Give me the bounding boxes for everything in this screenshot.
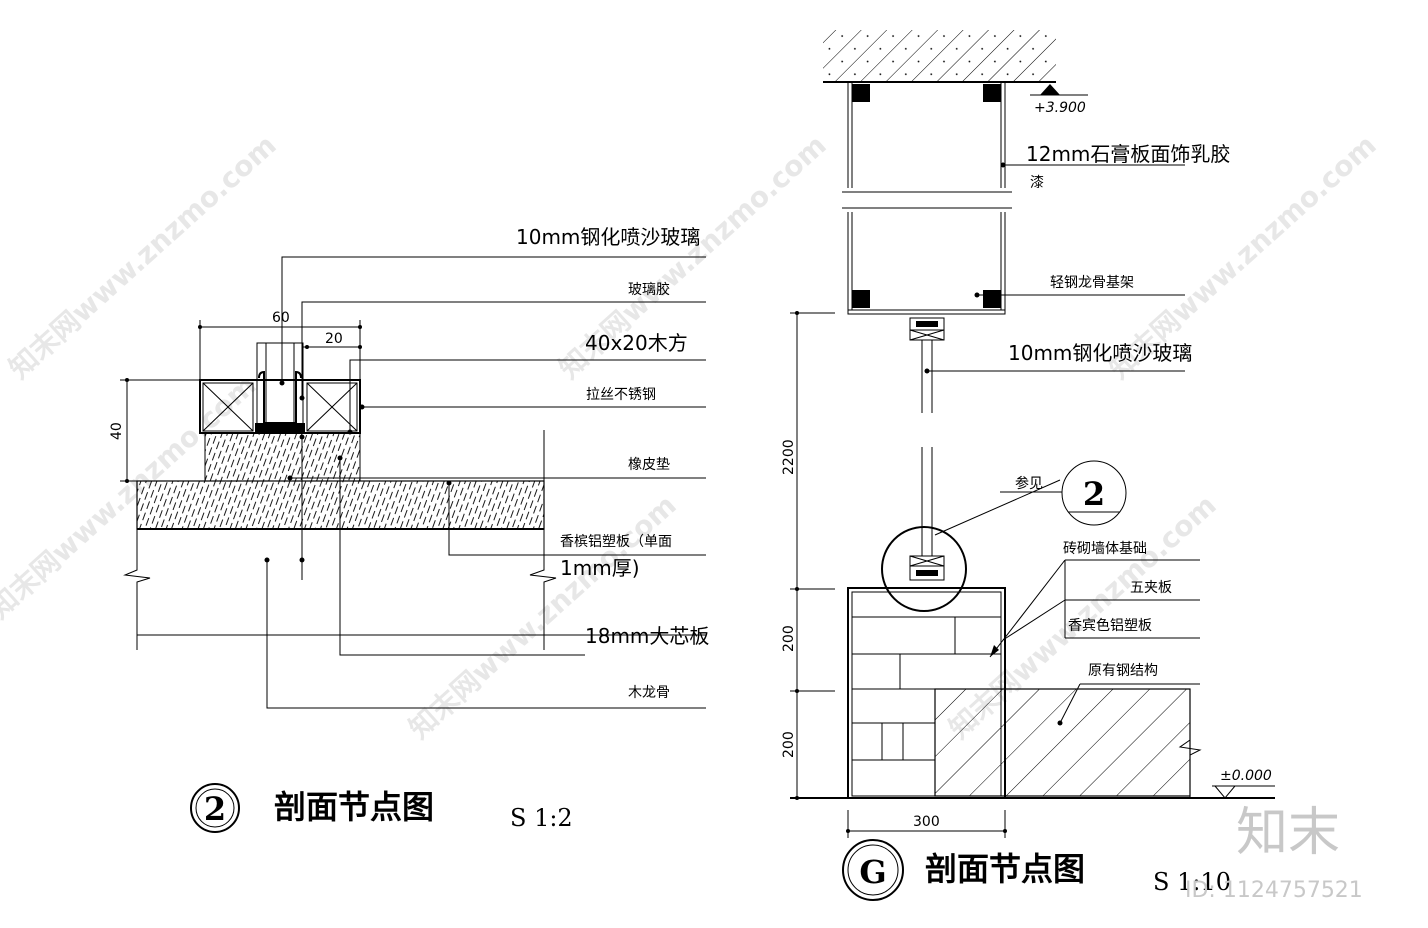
detail-letter: G [859,853,886,891]
label-ref: 参见 [1015,475,1043,492]
label-glass-right: 10mm钢化喷沙玻璃 [1008,341,1192,365]
label-stainless: 拉丝不锈钢 [586,387,656,403]
label-alu-panel: 香槟铝塑板（单面 [560,534,672,550]
label-gypsum: 12mm石膏板面饰乳胶 [1026,142,1230,166]
label-masonry: 砖砌墙体基础 [1063,540,1147,557]
label-plywood: 五夹板 [1130,580,1172,596]
detail-title-right: 剖面节点图 [925,850,1085,888]
label-elev-top: +3.900 [1034,100,1086,116]
watermark-text: 知末网www.znzmo.com [3,128,283,385]
detail-number-circle [190,783,240,833]
detail-right: +3.900 参见 2 [781,30,1275,901]
dim-2200: 2200 [781,439,797,475]
dim-20: 20 [325,331,343,347]
label-glass-glue: 玻璃胶 [628,281,670,298]
detail-title: 剖面节点图 [274,788,434,826]
label-keel: 木龙骨 [628,685,670,701]
label-core-board: 18mm大芯板 [585,624,709,648]
label-gypsum-cont: 漆 [1030,175,1044,191]
detail-letter-circle [842,839,904,901]
ref-number: 2 [1083,475,1105,513]
dim-40: 40 [109,422,125,440]
label-elev-zero: ±0.000 [1220,768,1272,784]
detail-left: 60 20 40 10mm钢化喷沙玻璃 玻璃胶 40x20木方 拉丝不锈钢 橡皮… [109,225,709,833]
dim-200-a: 200 [781,625,797,652]
label-timber: 40x20木方 [585,331,688,355]
detail-number: 2 [204,790,226,828]
label-rubber: 橡皮垫 [628,457,670,473]
watermark-logo: 知末 [1236,803,1340,863]
dim-200-b: 200 [781,731,797,758]
label-steel-frame: 轻钢龙骨基架 [1050,274,1134,291]
dim-60: 60 [272,310,290,326]
label-steel-struct: 原有钢结构 [1088,663,1158,679]
label-alu-panel-thickness: 1mm厚) [560,556,640,580]
detail-scale: S 1:2 [510,804,573,832]
detail-scale-right: S 1:10 [1153,868,1231,896]
dim-300: 300 [913,814,940,830]
label-glass: 10mm钢化喷沙玻璃 [516,225,700,249]
watermark-id: ID: 1124757521 [1185,878,1363,903]
label-alu-panel-right: 香宾色铝塑板 [1068,617,1152,634]
